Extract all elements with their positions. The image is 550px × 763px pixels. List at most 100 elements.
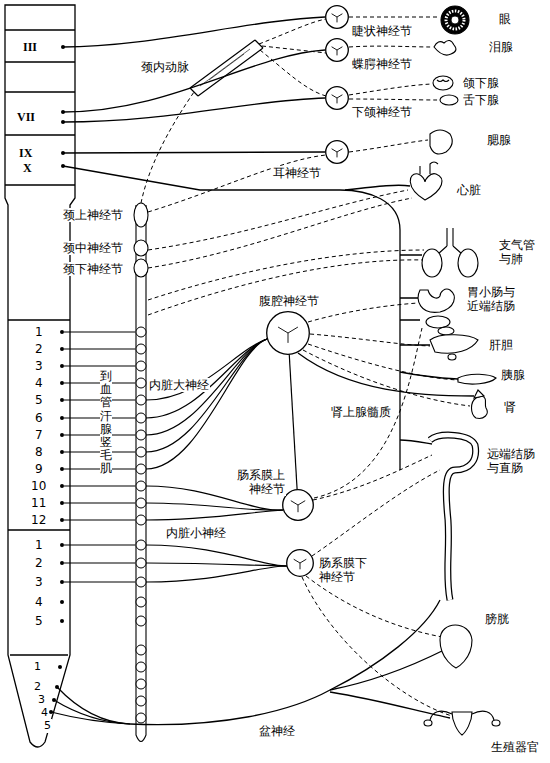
chain-ganglion	[136, 713, 146, 723]
organ-label: 舌下腺	[462, 93, 500, 107]
pelvic-root	[51, 712, 130, 724]
segment-number: 1	[34, 538, 44, 552]
segment-number: 3	[34, 575, 44, 589]
segment-dot	[60, 450, 64, 454]
segment-dot	[61, 45, 65, 49]
segment-dot	[60, 330, 64, 334]
chain-ganglion	[136, 696, 146, 706]
organ-label: 远端结肠与直肠	[486, 447, 538, 475]
chain-ganglion	[136, 395, 146, 405]
nerve-line	[64, 331, 135, 332]
chain-ganglion	[136, 413, 146, 423]
segment-dot	[60, 398, 64, 402]
ganglion-outline	[325, 86, 349, 110]
sympathetic-chain	[136, 205, 146, 742]
organ-label: 肾	[503, 400, 517, 414]
ganglion-node: 肠系膜下神经节	[286, 549, 314, 577]
ganglion-circle	[326, 6, 349, 29]
nerve-line	[64, 365, 135, 366]
organ-label: 肾上腺髓质	[330, 405, 392, 419]
ganglion-node: 蝶腭神经节	[325, 38, 349, 62]
ganglion-node: 耳神经节	[325, 140, 349, 164]
segment-number: 5	[34, 614, 44, 628]
chain-ganglion	[136, 498, 146, 508]
ganglion-outline	[286, 549, 314, 577]
ganglion-label: 颈中神经节	[62, 241, 124, 255]
ganglion-outline	[325, 38, 349, 62]
nerve-line	[64, 348, 135, 349]
ganglion-circle	[326, 87, 349, 110]
ganglion-name: 耳神经节	[272, 166, 322, 180]
segment-number: 3	[37, 693, 46, 707]
chain-ganglion	[136, 577, 146, 587]
segment-number: 4	[40, 706, 49, 720]
ganglion-circle	[287, 550, 314, 577]
segment-number: 3	[34, 359, 44, 373]
segment-dot	[60, 467, 64, 471]
organ-label: 肝胆	[488, 338, 514, 352]
segment-dot	[60, 600, 64, 604]
ganglion-node: 肠系膜上神经节	[282, 489, 314, 521]
segment-dot	[61, 120, 65, 124]
nerve-label: 内脏小神经	[165, 526, 227, 540]
segment-dot	[60, 433, 64, 437]
chain-ganglion	[136, 597, 146, 607]
chain-ganglion	[136, 378, 146, 388]
segment-number: 6	[34, 411, 44, 425]
ganglion-name: 下颌神经节	[351, 105, 413, 119]
segment-dot	[60, 619, 64, 623]
nucleus-numeral: X	[22, 161, 33, 175]
nerve-label: 盆神经	[258, 724, 296, 738]
segment-dot	[60, 501, 64, 505]
nerve-line	[64, 581, 135, 582]
organ-label: 腮腺	[486, 133, 512, 147]
segment-number: 2	[33, 680, 42, 694]
synapse-mark	[332, 47, 343, 56]
ganglion-connector	[289, 354, 297, 489]
segment-dot	[61, 164, 65, 168]
segment-dot	[60, 364, 64, 368]
target-note: 到血管汗腺竖毛肌	[100, 370, 112, 476]
chain-ganglion	[136, 361, 146, 371]
nerve-line	[64, 519, 135, 520]
organ-label: 膀胱	[484, 612, 510, 626]
synapse-mark	[291, 501, 305, 513]
segment-dot	[60, 484, 64, 488]
nucleus-numeral: IX	[18, 146, 33, 160]
ganglion-name: 肠系膜上神经节	[236, 468, 286, 496]
chain-ganglion	[136, 616, 146, 626]
segment-dot	[60, 518, 64, 522]
ganglion-circle	[283, 490, 314, 521]
ganglion-node: 睫状神经节	[325, 5, 349, 29]
organ-label: 胃小肠与近端结肠	[466, 285, 518, 313]
cervical-ganglion	[134, 259, 148, 277]
lesser-splanchnic	[146, 503, 283, 510]
ganglion-outline	[325, 5, 349, 29]
greater-splanchnic	[146, 339, 267, 469]
greater-splanchnic	[146, 339, 267, 400]
synapse-mark	[332, 149, 343, 158]
chain-ganglion	[136, 558, 146, 568]
organ-label: 心脏	[456, 183, 482, 197]
ganglion-outline	[282, 489, 314, 521]
synapse-mark	[294, 559, 307, 569]
synapse-mark	[332, 95, 343, 104]
segment-dot	[58, 665, 62, 669]
ganglion-name: 睫状神经节	[351, 24, 413, 38]
chain-ganglion	[136, 430, 146, 440]
lumbar-splanchnic	[146, 545, 287, 566]
ganglion-circle	[326, 141, 349, 164]
segment-dot	[60, 347, 64, 351]
chain-ganglion	[136, 447, 146, 457]
organ-label: 支气管与肺	[498, 238, 538, 266]
nucleus-numeral: III	[22, 40, 38, 54]
nerve-label: 内脏大神经	[148, 378, 210, 392]
chain-ganglion	[136, 679, 146, 689]
ganglion-outline	[266, 311, 310, 355]
nerve-line	[64, 485, 135, 486]
chain-ganglion	[136, 645, 146, 655]
synapse-mark	[332, 14, 343, 23]
